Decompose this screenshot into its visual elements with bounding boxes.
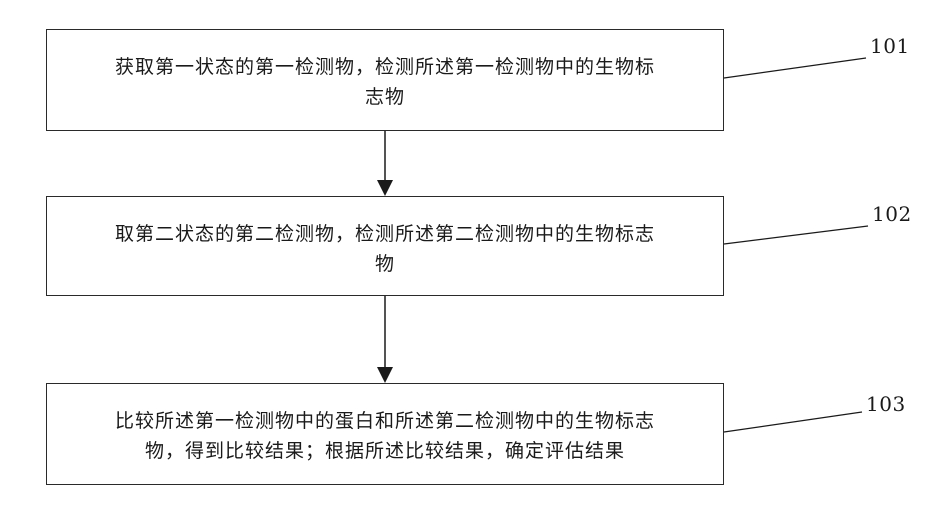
step-text-line: 物 (57, 249, 713, 279)
step-text-103: 比较所述第一检测物中的蛋白和所述第二检测物中的生物标志 物，得到比较结果；根据所… (57, 406, 713, 466)
step-number-102: 102 (872, 202, 912, 226)
step-text-101: 获取第一状态的第一检测物，检测所述第一检测物中的生物标 志物 (57, 52, 713, 112)
step-text-line: 取第二状态的第二检测物，检测所述第二检测物中的生物标志 (57, 219, 713, 249)
step-text-line: 比较所述第一检测物中的蛋白和所述第二检测物中的生物标志 (57, 406, 713, 436)
step-box-101: 获取第一状态的第一检测物，检测所述第一检测物中的生物标 志物 (46, 29, 724, 131)
arrowhead-icon (377, 180, 393, 196)
leader-line-102 (724, 226, 868, 244)
step-text-line: 志物 (57, 82, 713, 112)
leader-line-103 (724, 412, 862, 432)
step-text-line: 物，得到比较结果；根据所述比较结果，确定评估结果 (57, 436, 713, 466)
step-number-101: 101 (870, 34, 910, 58)
step-text-line: 获取第一状态的第一检测物，检测所述第一检测物中的生物标 (57, 52, 713, 82)
arrowhead-icon (377, 367, 393, 383)
step-box-103: 比较所述第一检测物中的蛋白和所述第二检测物中的生物标志 物，得到比较结果；根据所… (46, 383, 724, 485)
step-text-102: 取第二状态的第二检测物，检测所述第二检测物中的生物标志 物 (57, 219, 713, 279)
step-box-102: 取第二状态的第二检测物，检测所述第二检测物中的生物标志 物 (46, 196, 724, 296)
step-number-103: 103 (866, 392, 906, 416)
leader-line-101 (724, 58, 866, 78)
